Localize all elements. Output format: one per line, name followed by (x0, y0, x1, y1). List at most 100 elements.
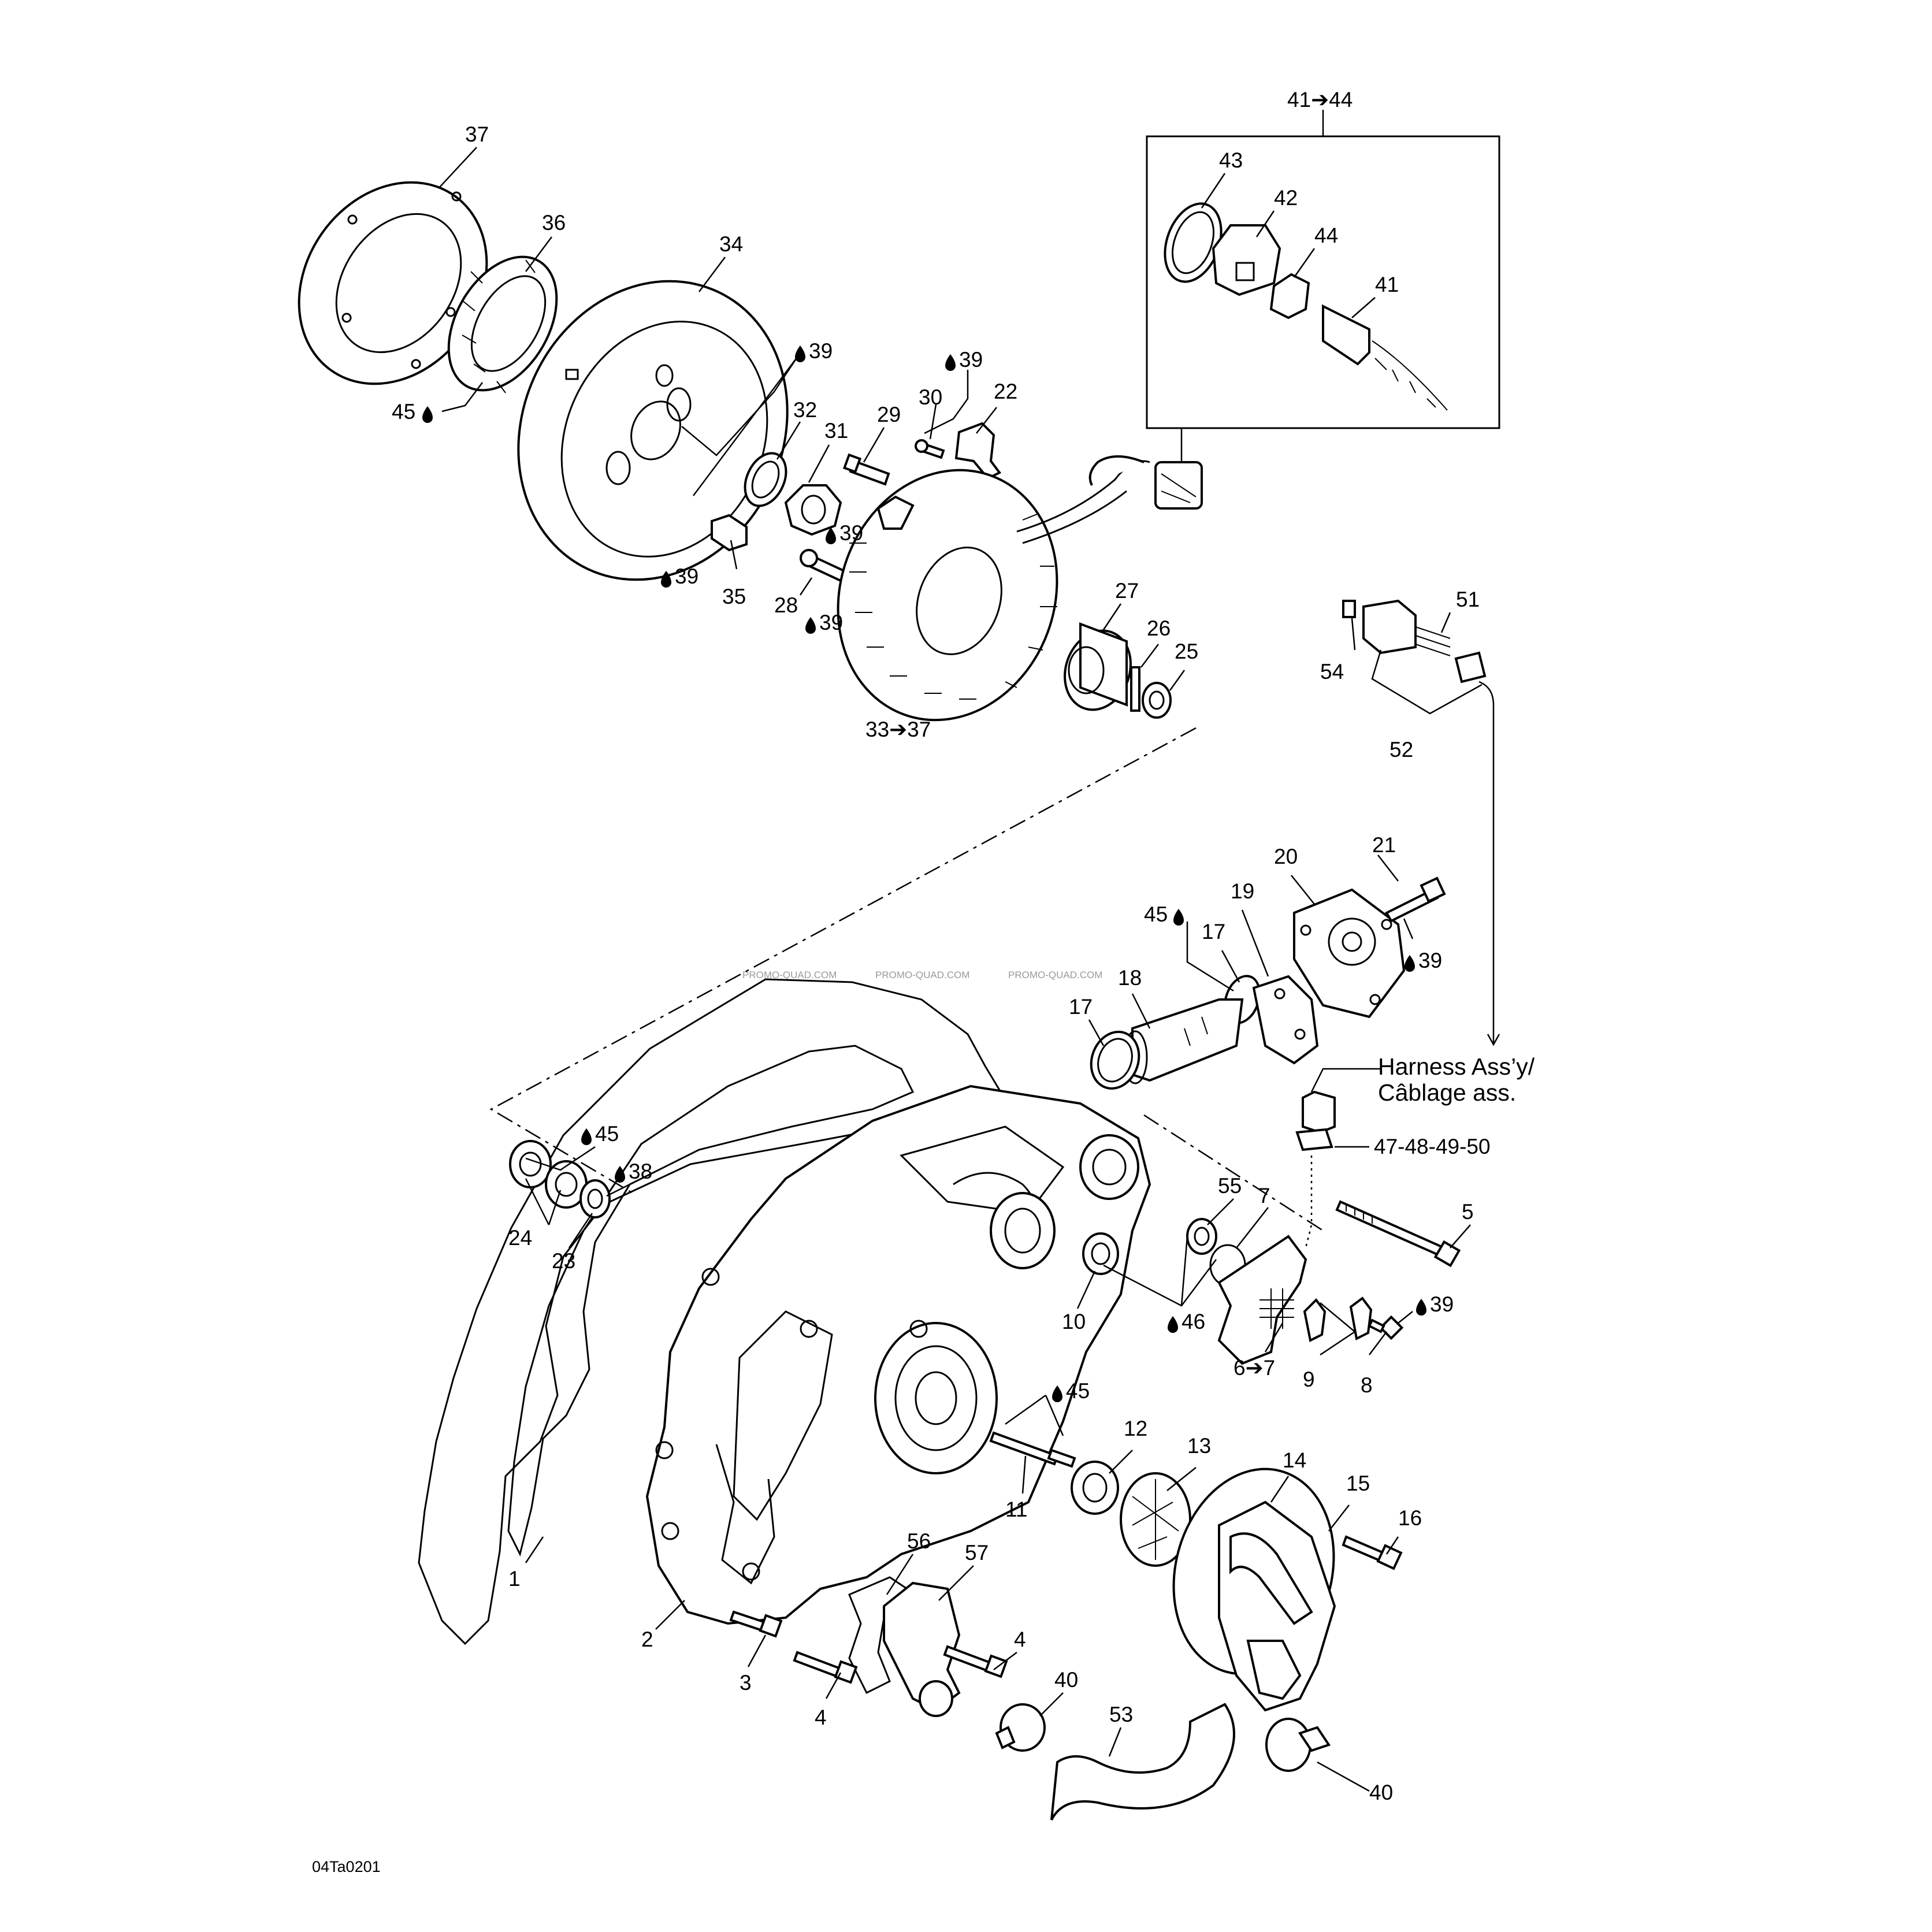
callout-51: 51 (1456, 588, 1480, 611)
assembly-line-1 (489, 727, 1197, 1194)
callout-29: 29 (877, 403, 901, 426)
callout-21: 21 (1372, 833, 1396, 857)
callout-52: 52 (1389, 738, 1413, 761)
drop-icon (805, 617, 816, 634)
part-22-bracket (954, 422, 1002, 480)
drop-icon (826, 527, 836, 544)
callout-9: 9 (1303, 1368, 1315, 1391)
part-5-bolt (1335, 1200, 1461, 1268)
callout-39: 39 (1418, 949, 1442, 972)
part-10-seal (1082, 1232, 1119, 1275)
drop-icon (795, 345, 805, 362)
part-30-screw (915, 439, 945, 459)
assembly-line-2 (1143, 1114, 1324, 1232)
callout-10: 10 (1062, 1310, 1086, 1333)
callout-53: 53 (1109, 1703, 1133, 1726)
callout-39: 39 (839, 521, 863, 545)
callout-42: 42 (1274, 186, 1298, 210)
callout-57: 57 (965, 1541, 989, 1565)
part-23-seal (579, 1179, 611, 1218)
svg-text:PROMO-QUAD.COM: PROMO-QUAD.COM (1008, 969, 1102, 980)
callout-45: 45 (392, 400, 415, 423)
parts-51-52-54-connector (1342, 599, 1500, 1046)
callout-35: 35 (722, 585, 746, 608)
callout-33-37: 33➔37 (865, 718, 931, 741)
part-32-seal (744, 452, 787, 507)
watermark: PROMO-QUAD.COM PROMO-QUAD.COM PROMO-QUAD… (742, 969, 1102, 980)
part-31-nut (784, 484, 842, 536)
callout-41-44: 41➔44 (1287, 88, 1353, 112)
callout-18: 18 (1118, 966, 1142, 990)
callout-55: 55 (1218, 1174, 1242, 1198)
callout-39: 39 (959, 348, 983, 371)
callout-45: 45 (1144, 902, 1168, 926)
part-35-key (711, 514, 748, 552)
callout-23: 23 (552, 1249, 575, 1273)
part-40b-clamp (1265, 1718, 1331, 1772)
callout-17: 17 (1202, 920, 1225, 943)
part-20-cover (1293, 888, 1406, 1019)
harness-ref: 47-48-49-50 (1374, 1135, 1491, 1158)
part-17b-oring (1090, 1031, 1140, 1090)
drop-icon (1052, 1385, 1062, 1402)
callout-1: 1 (508, 1567, 521, 1591)
callout-7: 7 (1258, 1184, 1270, 1208)
part-56-gasket (848, 1576, 909, 1695)
callout-43: 43 (1219, 148, 1243, 172)
part-9-plate (1303, 1296, 1373, 1342)
part-21-screw (1385, 876, 1446, 923)
callout-20: 20 (1274, 845, 1298, 868)
callout-15: 15 (1346, 1472, 1370, 1495)
drop-icon (1173, 909, 1184, 926)
leader-lines (439, 147, 1471, 1792)
part-36-sprag-clutch (447, 255, 558, 393)
part-24-bearings (509, 1140, 588, 1209)
callout-54: 54 (1320, 660, 1344, 683)
callout-2: 2 (641, 1628, 653, 1651)
callout-40: 40 (1369, 1781, 1393, 1804)
callout-22: 22 (994, 380, 1017, 403)
callout-28: 28 (774, 593, 798, 617)
callout-31: 31 (824, 419, 848, 443)
callout-56: 56 (907, 1529, 931, 1553)
stator-wire-connector (1088, 455, 1203, 510)
svg-text:PROMO-QUAD.COM: PROMO-QUAD.COM (875, 969, 969, 980)
part-1-gasket-inner (507, 1045, 915, 1557)
part-33-stator (837, 460, 1150, 722)
drop-icon (1168, 1316, 1178, 1333)
callout-13: 13 (1187, 1434, 1211, 1458)
part-3-screw (729, 1610, 783, 1638)
callout-45: 45 (1066, 1379, 1090, 1403)
drop-icon (422, 406, 433, 423)
callout-32: 32 (793, 398, 817, 422)
callout-6-7: 6➔7 (1233, 1356, 1275, 1380)
callout-45: 45 (595, 1122, 619, 1146)
part-2-crankcase-cover (645, 1084, 1151, 1625)
part-40a-clamp (995, 1703, 1046, 1752)
part-4b-screw (943, 1645, 1008, 1678)
callout-11: 11 (1005, 1498, 1027, 1521)
callout-39: 39 (675, 564, 699, 588)
drop-icon (661, 571, 671, 588)
callout-39: 39 (819, 611, 843, 634)
callout-3: 3 (740, 1671, 752, 1695)
callout-38: 38 (629, 1160, 652, 1183)
part-14-pump-housing (1172, 1467, 1336, 1712)
callout-19: 19 (1231, 879, 1254, 903)
callout-37: 37 (465, 122, 489, 146)
drop-icon (1405, 955, 1415, 972)
callout-24: 24 (508, 1226, 532, 1250)
part-6-sensor (1217, 1235, 1307, 1365)
part-26-pin (1130, 666, 1140, 712)
drop-icons (422, 345, 1426, 1402)
harness-connector (1295, 1068, 1381, 1249)
harness-note-line1: Harness Ass’y/ (1378, 1053, 1535, 1080)
part-11-shaft (989, 1431, 1076, 1468)
harness-note: Harness Ass’y/ Câblage ass. 47-48-49-50 (1374, 1053, 1535, 1158)
callout-5: 5 (1462, 1200, 1474, 1224)
part-29-screw (842, 453, 890, 486)
part-57-thermostat-housing (883, 1581, 961, 1717)
part-53-hose (1050, 1703, 1235, 1820)
callout-4: 4 (1014, 1628, 1026, 1651)
